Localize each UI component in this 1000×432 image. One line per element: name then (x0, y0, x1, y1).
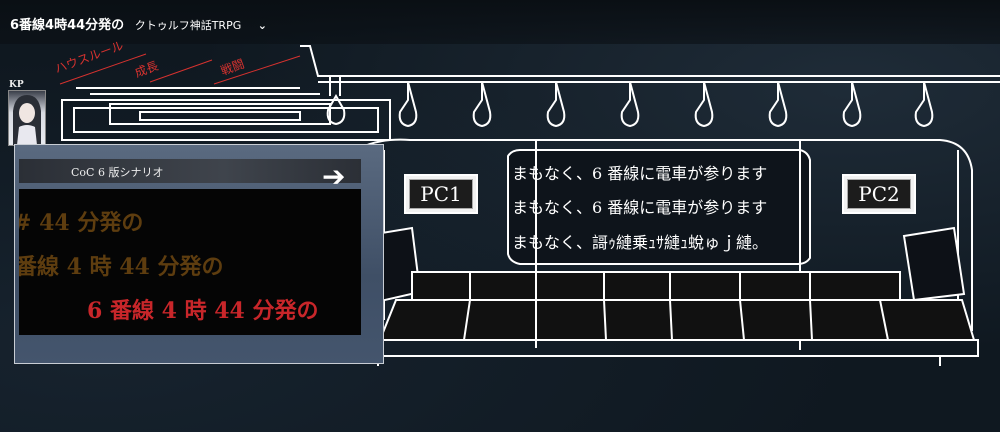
announcement-line-1: まもなく、6 番線に電車が参ります (512, 164, 768, 183)
scenario-title-image: # 44 分発の 番線 4 時 44 分発の 6 番線 4 時 44 分発の (19, 189, 361, 335)
pc1-slot[interactable]: PC1 (404, 174, 478, 214)
pc2-slot[interactable]: PC2 (842, 174, 916, 214)
scenario-panel[interactable]: CoC 6 版シナリオ # 44 分発の 番線 4 時 44 分発の 6 番線 … (14, 144, 384, 364)
kp-label: KP (9, 80, 24, 90)
room-title-button[interactable]: 6番線4時44分発の クトゥルフ神話TRPG ⌄ (10, 14, 267, 33)
title-line-2: 番線 4 時 44 分発の (19, 254, 224, 280)
arrow-right-icon[interactable]: ➔ (322, 160, 346, 193)
pc2-label: PC2 (847, 179, 911, 209)
chevron-down-icon[interactable]: ⌄ (257, 19, 267, 32)
scenario-header: CoC 6 版シナリオ (19, 159, 361, 183)
pc1-label: PC1 (409, 179, 473, 209)
announcement-line-2: まもなく、6 番線に電車が参ります (512, 198, 768, 217)
hand-strap-group (326, 81, 934, 128)
room-subtitle: クトゥルフ神話TRPG (134, 19, 242, 32)
top-bar: 6番線4時44分発の クトゥルフ神話TRPG ⌄ (0, 0, 1000, 44)
kp-avatar[interactable] (8, 90, 46, 146)
title-line-1: # 44 分発の (19, 210, 144, 236)
title-line-3: 6 番線 4 時 44 分発の (87, 298, 319, 324)
character-portrait (13, 95, 41, 145)
announcement-line-3: まもなく、謌ｩ縺乗ｭｻ縺ｭ蛻ゅｊ縺。 (512, 233, 769, 252)
room-title: 6番線4時44分発の (10, 18, 125, 33)
scenario-type-label: CoC 6 版シナリオ (71, 166, 164, 179)
